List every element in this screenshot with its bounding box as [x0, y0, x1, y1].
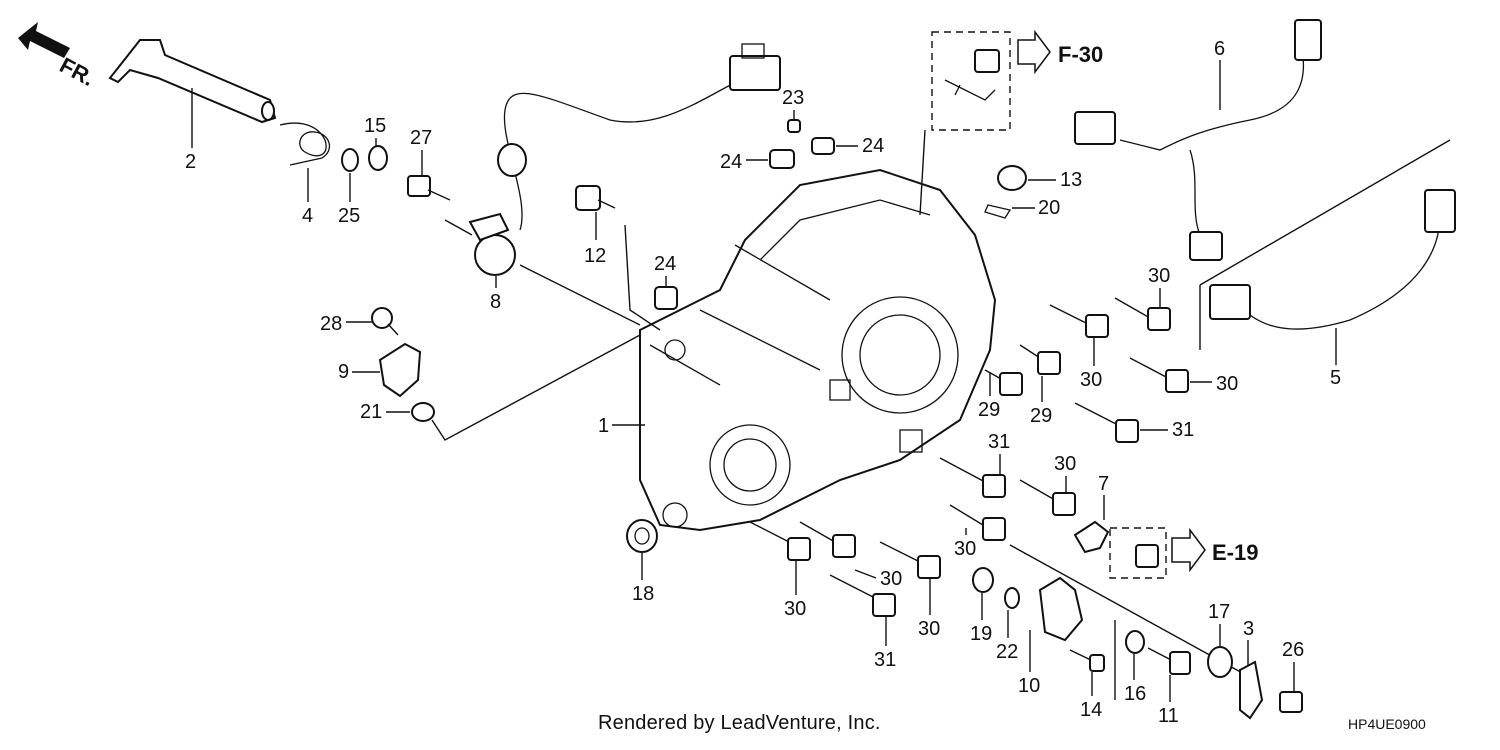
harness-5: [1209, 189, 1456, 330]
callout-31-b: 31: [988, 431, 1010, 453]
washer-25: [341, 148, 359, 172]
callout-26: 26: [1282, 639, 1304, 661]
callout-30-d: 30: [1054, 453, 1076, 475]
callout-12: 12: [584, 245, 606, 267]
dowel-24c: [654, 286, 678, 310]
f30-arrow-icon: [1017, 29, 1051, 75]
callout-17: 17: [1208, 601, 1230, 623]
callout-30-g: 30: [784, 598, 806, 620]
callout-8: 8: [490, 291, 501, 313]
callout-24-b: 24: [862, 135, 884, 157]
callout-29-b: 29: [1030, 405, 1052, 427]
callout-1: 1: [598, 415, 609, 437]
callout-28: 28: [320, 313, 342, 335]
callout-6: 6: [1214, 38, 1225, 60]
callout-11: 11: [1158, 705, 1179, 727]
sensor-8: [444, 212, 516, 276]
callout-21: 21: [360, 401, 382, 423]
callout-5: 5: [1330, 367, 1341, 389]
diagram-code: HP4UE0900: [1348, 716, 1426, 732]
bolt-group-lower: [749, 521, 941, 617]
dowel-24a: [769, 149, 795, 169]
callout-20: 20: [1038, 197, 1060, 219]
dowel-24b: [811, 137, 835, 155]
callout-27: 27: [410, 127, 432, 149]
bolt-28: [371, 307, 399, 336]
return-spring: [279, 122, 331, 166]
callout-15: 15: [364, 115, 386, 137]
e19-detail-box: [1109, 527, 1167, 579]
seal-18: [626, 519, 658, 553]
washer-15: [368, 145, 388, 171]
grommet: [497, 143, 527, 177]
ref-f30: F-30: [1058, 42, 1103, 67]
callout-30-e: 30: [954, 538, 976, 560]
callout-29-a: 29: [978, 399, 1000, 421]
washer-16: [1125, 630, 1145, 654]
footer-credit: Rendered by LeadVenture, Inc.: [598, 712, 881, 734]
e19-arrow-icon: [1171, 527, 1206, 573]
callout-31-a: 31: [1172, 419, 1194, 441]
shift-shaft: [108, 39, 277, 124]
harness-6: [1074, 19, 1322, 261]
washer-19: [972, 567, 994, 593]
front-indicator: FR.: [56, 52, 99, 91]
bracket-7: [1073, 520, 1110, 554]
bolt-27: [407, 175, 451, 201]
callout-18: 18: [632, 583, 654, 605]
pin-23: [787, 119, 801, 133]
ref-e19: E-19: [1212, 540, 1258, 565]
bolt-12: [575, 185, 616, 211]
bolt-group-middle: [939, 457, 1076, 541]
callout-30-a: 30: [1148, 265, 1170, 287]
callout-2: 2: [185, 151, 196, 173]
callout-24-a: 24: [720, 151, 742, 173]
sensor-10: [1038, 576, 1084, 642]
connector-8: [729, 43, 781, 91]
stay-3: [1239, 660, 1264, 720]
callout-25: 25: [338, 205, 360, 227]
sensor-9: [378, 342, 422, 398]
callout-30-f: 30: [880, 568, 902, 590]
callout-31-c: 31: [874, 649, 896, 671]
callout-22: 22: [996, 641, 1018, 663]
callout-9: 9: [338, 361, 349, 383]
front-arrow-icon: [18, 22, 70, 58]
bolt-11: [1147, 647, 1191, 675]
sensor-harness: [503, 79, 741, 231]
callout-16: 16: [1124, 683, 1146, 705]
callout-23: 23: [782, 87, 804, 109]
callout-10: 10: [1018, 675, 1040, 697]
cap-13: [997, 165, 1027, 191]
f30-detail-box: [931, 31, 1011, 131]
callout-30-b: 30: [1080, 369, 1102, 391]
callout-7: 7: [1098, 473, 1109, 495]
e19-detail-bolt: [1135, 544, 1159, 568]
crankcase-cover-1: [639, 168, 997, 532]
callout-24-c: 24: [654, 253, 676, 275]
bolt-14: [1069, 649, 1105, 672]
clip-20: [984, 204, 1012, 219]
o-ring-22: [1004, 587, 1020, 609]
callout-30-h: 30: [918, 618, 940, 640]
bolt-26: [1279, 691, 1303, 713]
o-ring-21: [411, 402, 435, 422]
callout-14: 14: [1080, 699, 1102, 721]
washer-17: [1207, 646, 1233, 678]
callout-13: 13: [1060, 169, 1082, 191]
callout-3: 3: [1243, 618, 1254, 640]
callout-19: 19: [970, 623, 992, 645]
callout-30-c: 30: [1216, 373, 1238, 395]
f30-detail-bolt: [944, 49, 1000, 101]
callout-4: 4: [302, 205, 313, 227]
bolt-group-upper: [984, 297, 1189, 443]
